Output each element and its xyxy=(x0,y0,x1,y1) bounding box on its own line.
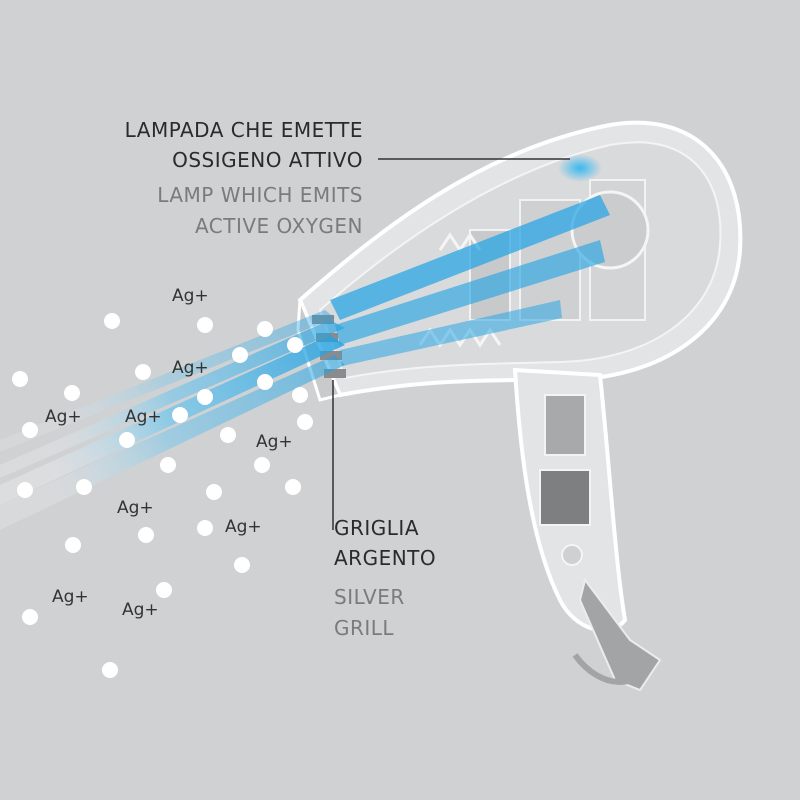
ion-dot xyxy=(135,364,151,380)
ion-label: Ag+ xyxy=(225,517,262,537)
ion-dot xyxy=(232,347,248,363)
ion-dot xyxy=(287,337,303,353)
ion-dot xyxy=(119,432,135,448)
grill-label-it-line1: GRIGLIA xyxy=(334,516,420,540)
grill-label-it-line2: ARGENTO xyxy=(334,546,437,570)
ion-label: Ag+ xyxy=(256,432,293,452)
ion-dot xyxy=(12,371,28,387)
ion-dot xyxy=(102,662,118,678)
ion-dot xyxy=(160,457,176,473)
ion-dot xyxy=(234,557,250,573)
ion-dot xyxy=(285,479,301,495)
lamp-label-it-line2: OSSIGENO ATTIVO xyxy=(172,148,363,172)
ion-dot xyxy=(22,422,38,438)
grill-label-en-line1: SILVER xyxy=(334,585,405,609)
ion-label: Ag+ xyxy=(117,498,154,518)
ion-dot xyxy=(257,321,273,337)
lamp-label-it-line1: LAMPADA CHE EMETTE xyxy=(124,118,363,142)
ion-label: Ag+ xyxy=(122,600,159,620)
ion-dot xyxy=(197,520,213,536)
ion-label: Ag+ xyxy=(125,407,162,427)
ion-dot xyxy=(156,582,172,598)
ion-label: Ag+ xyxy=(172,286,209,306)
ion-dot xyxy=(17,482,33,498)
ion-label: Ag+ xyxy=(172,358,209,378)
dryer-handle xyxy=(512,367,662,692)
lamp-glow xyxy=(558,154,602,182)
ion-dot xyxy=(257,374,273,390)
ion-dot xyxy=(65,537,81,553)
ion-label: Ag+ xyxy=(52,587,89,607)
ion-particles xyxy=(12,313,313,678)
ion-dot xyxy=(197,389,213,405)
ion-dot xyxy=(76,479,92,495)
ion-dot xyxy=(104,313,120,329)
ion-dot xyxy=(64,385,80,401)
ion-dot xyxy=(172,407,188,423)
ion-dot xyxy=(22,609,38,625)
lamp-label-en-line2: ACTIVE OXYGEN xyxy=(194,214,363,238)
ion-dot xyxy=(297,414,313,430)
ion-dot xyxy=(292,387,308,403)
lamp-label-en-line1: LAMP WHICH EMITS xyxy=(157,183,363,207)
ion-dot xyxy=(206,484,222,500)
grill-label-en-line2: GRILL xyxy=(334,616,395,640)
ion-dot xyxy=(138,527,154,543)
ion-dot xyxy=(254,457,270,473)
ion-dot xyxy=(220,427,236,443)
ion-label: Ag+ xyxy=(45,407,82,427)
ion-dot xyxy=(197,317,213,333)
